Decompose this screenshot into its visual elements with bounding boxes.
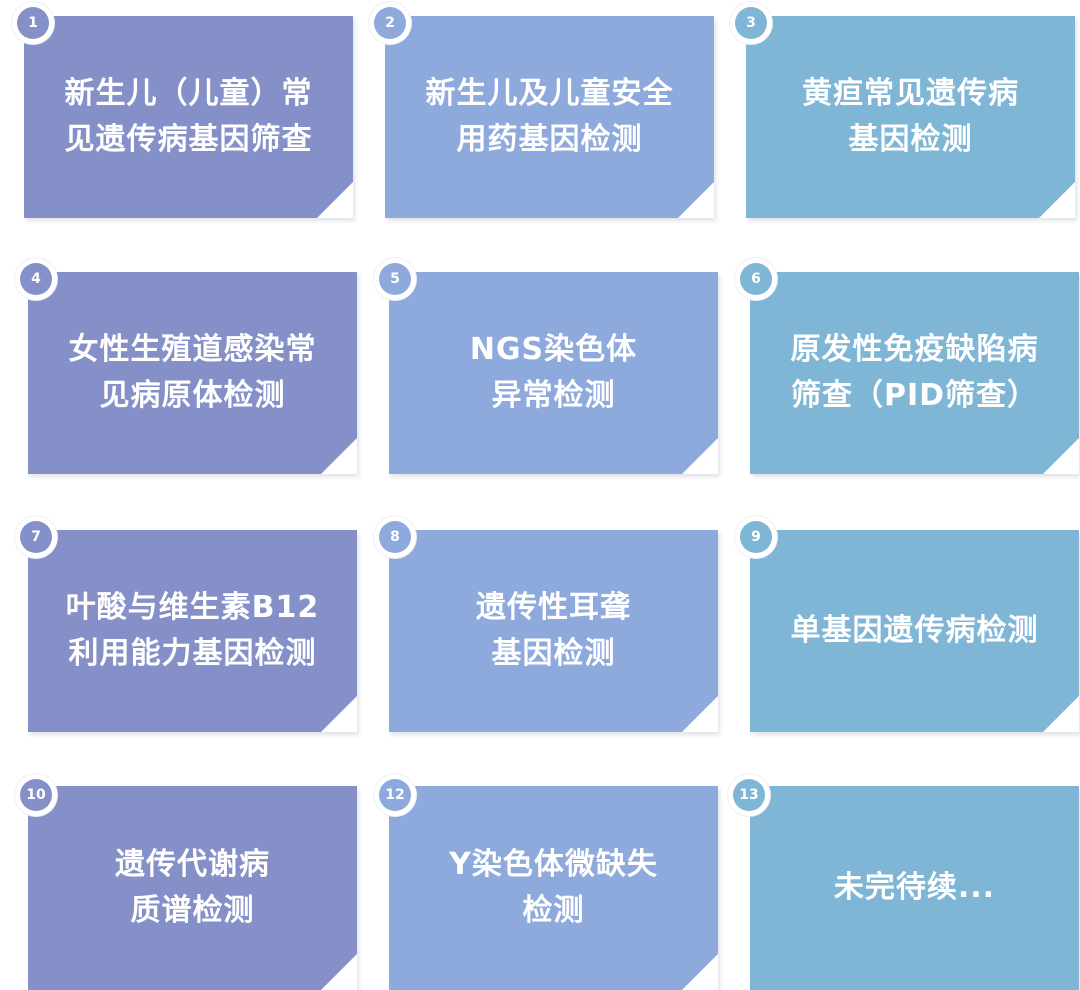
page-curl — [1043, 696, 1079, 732]
card-title: 黄疸常见遗传病 基因检测 — [802, 76, 1019, 157]
number-badge: 9 — [735, 516, 777, 558]
number-badge-label: 2 — [374, 7, 406, 39]
card-1[interactable]: 新生儿（儿童）常 见遗传病基因筛查 — [24, 16, 353, 218]
number-badge: 4 — [15, 258, 57, 300]
number-badge-label: 3 — [735, 7, 767, 39]
number-badge: 10 — [15, 774, 57, 816]
page-curl — [321, 954, 357, 990]
card-5[interactable]: NGS染色体 异常检测 — [389, 272, 718, 474]
card-8[interactable]: 遗传性耳聋 基因检测 — [389, 530, 718, 732]
card-title: Y染色体微缺失 检测 — [449, 847, 658, 928]
card-9[interactable]: 单基因遗传病检测 — [750, 530, 1079, 732]
number-badge: 2 — [369, 2, 411, 44]
number-badge-label: 6 — [740, 263, 772, 295]
card-title: 遗传代谢病 质谱检测 — [115, 847, 270, 928]
card-title: 遗传性耳聋 基因检测 — [476, 590, 631, 671]
card-2[interactable]: 新生儿及儿童安全 用药基因检测 — [385, 16, 714, 218]
page-curl — [678, 182, 714, 218]
card-title: NGS染色体 异常检测 — [469, 332, 638, 413]
number-badge: 1 — [12, 2, 54, 44]
number-badge-label: 1 — [17, 7, 49, 39]
number-badge: 8 — [374, 516, 416, 558]
page-curl — [682, 696, 718, 732]
card-title: 新生儿（儿童）常 见遗传病基因筛查 — [64, 76, 313, 157]
number-badge: 5 — [374, 258, 416, 300]
page-curl — [321, 696, 357, 732]
card-title: 未完待续... — [833, 870, 996, 905]
card-title: 新生儿及儿童安全 用药基因检测 — [425, 76, 674, 157]
number-badge-label: 9 — [740, 521, 772, 553]
card-4[interactable]: 女性生殖道感染常 见病原体检测 — [28, 272, 357, 474]
number-badge: 3 — [730, 2, 772, 44]
number-badge: 13 — [728, 774, 770, 816]
card-title: 原发性免疫缺陷病 筛查（PID筛查） — [790, 332, 1039, 413]
number-badge-label: 5 — [379, 263, 411, 295]
card-10[interactable]: 遗传代谢病 质谱检测 — [28, 786, 357, 990]
card-6[interactable]: 原发性免疫缺陷病 筛查（PID筛查） — [750, 272, 1079, 474]
number-badge: 6 — [735, 258, 777, 300]
page-curl — [321, 438, 357, 474]
number-badge-label: 7 — [20, 521, 52, 553]
number-badge-label: 12 — [379, 779, 411, 811]
page-curl — [682, 438, 718, 474]
number-badge-label: 8 — [379, 521, 411, 553]
page-curl — [1043, 438, 1079, 474]
card-3[interactable]: 黄疸常见遗传病 基因检测 — [746, 16, 1075, 218]
number-badge-label: 10 — [20, 779, 52, 811]
page-curl — [317, 182, 353, 218]
card-7[interactable]: 叶酸与维生素B12 利用能力基因检测 — [28, 530, 357, 732]
number-badge: 7 — [15, 516, 57, 558]
number-badge-label: 13 — [733, 779, 765, 811]
card-13[interactable]: 未完待续... — [750, 786, 1079, 990]
page-curl — [682, 954, 718, 990]
page-curl — [1039, 182, 1075, 218]
number-badge: 12 — [374, 774, 416, 816]
card-title: 单基因遗传病检测 — [790, 613, 1039, 648]
card-title: 女性生殖道感染常 见病原体检测 — [68, 332, 317, 413]
card-title: 叶酸与维生素B12 利用能力基因检测 — [65, 590, 320, 671]
number-badge-label: 4 — [20, 263, 52, 295]
card-12[interactable]: Y染色体微缺失 检测 — [389, 786, 718, 990]
